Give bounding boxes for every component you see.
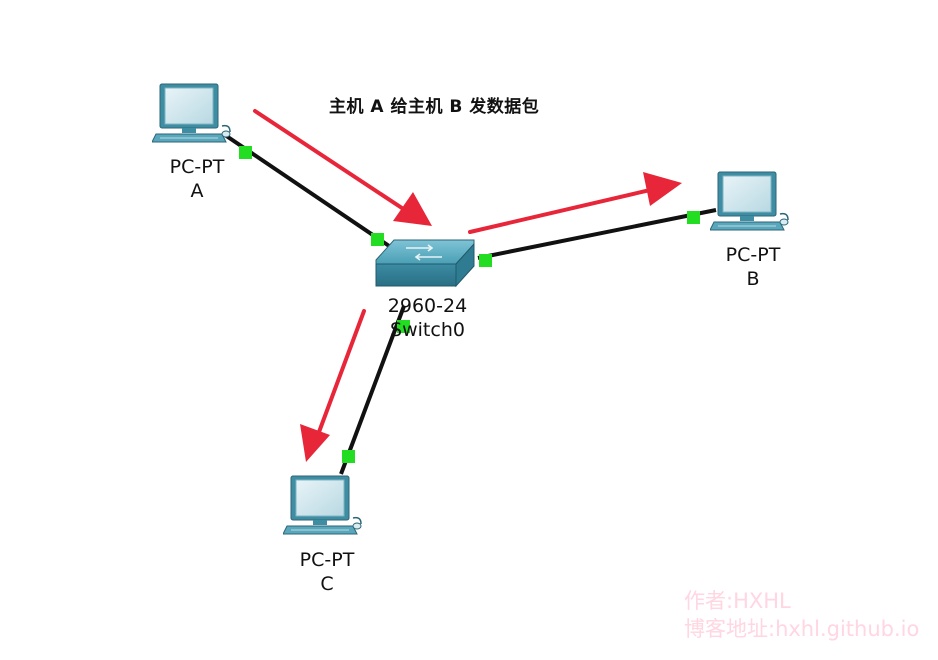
pc-c-name: C [320,573,334,595]
pc-c-model: PC-PT [299,549,355,571]
arrow-switch-to-b [468,172,682,234]
pc-a-name: A [190,180,204,202]
arrow-switch-to-c [300,309,366,462]
cable-switch-b[interactable] [477,208,717,260]
port-light-switch-c [397,320,410,333]
port-light-b [687,211,700,224]
pc-a-icon[interactable] [152,83,231,143]
port-light-a [239,146,252,159]
port-light-switch-a [371,233,384,246]
pc-c-icon[interactable] [283,475,362,535]
switch-model: 2960-24 [387,295,468,317]
diagram-caption: 主机 A 给主机 B 发数据包 [329,97,540,117]
port-lights [239,146,700,463]
watermark: 作者:HXHL 博客地址:hxhl.github.io [684,587,919,643]
switch-icon[interactable] [375,239,475,288]
flow-arrows [253,109,682,462]
pc-c-label: PC-PT C [287,548,367,596]
pc-a-model: PC-PT [169,156,225,178]
pc-b-name: B [746,268,760,290]
port-light-c [342,450,355,463]
pc-b-label: PC-PT B [713,243,793,291]
port-light-switch-b [479,254,492,267]
watermark-blog: 博客地址:hxhl.github.io [684,617,920,641]
cable-switch-c[interactable] [339,305,406,475]
pc-b-icon[interactable] [710,171,789,231]
switch-label: 2960-24 Switch0 [370,294,485,342]
arrow-a-to-switch [253,109,432,226]
pc-b-model: PC-PT [725,244,781,266]
switch-name: Switch0 [390,319,465,341]
watermark-author: 作者:HXHL [684,589,791,613]
pc-a-label: PC-PT A [157,155,237,203]
